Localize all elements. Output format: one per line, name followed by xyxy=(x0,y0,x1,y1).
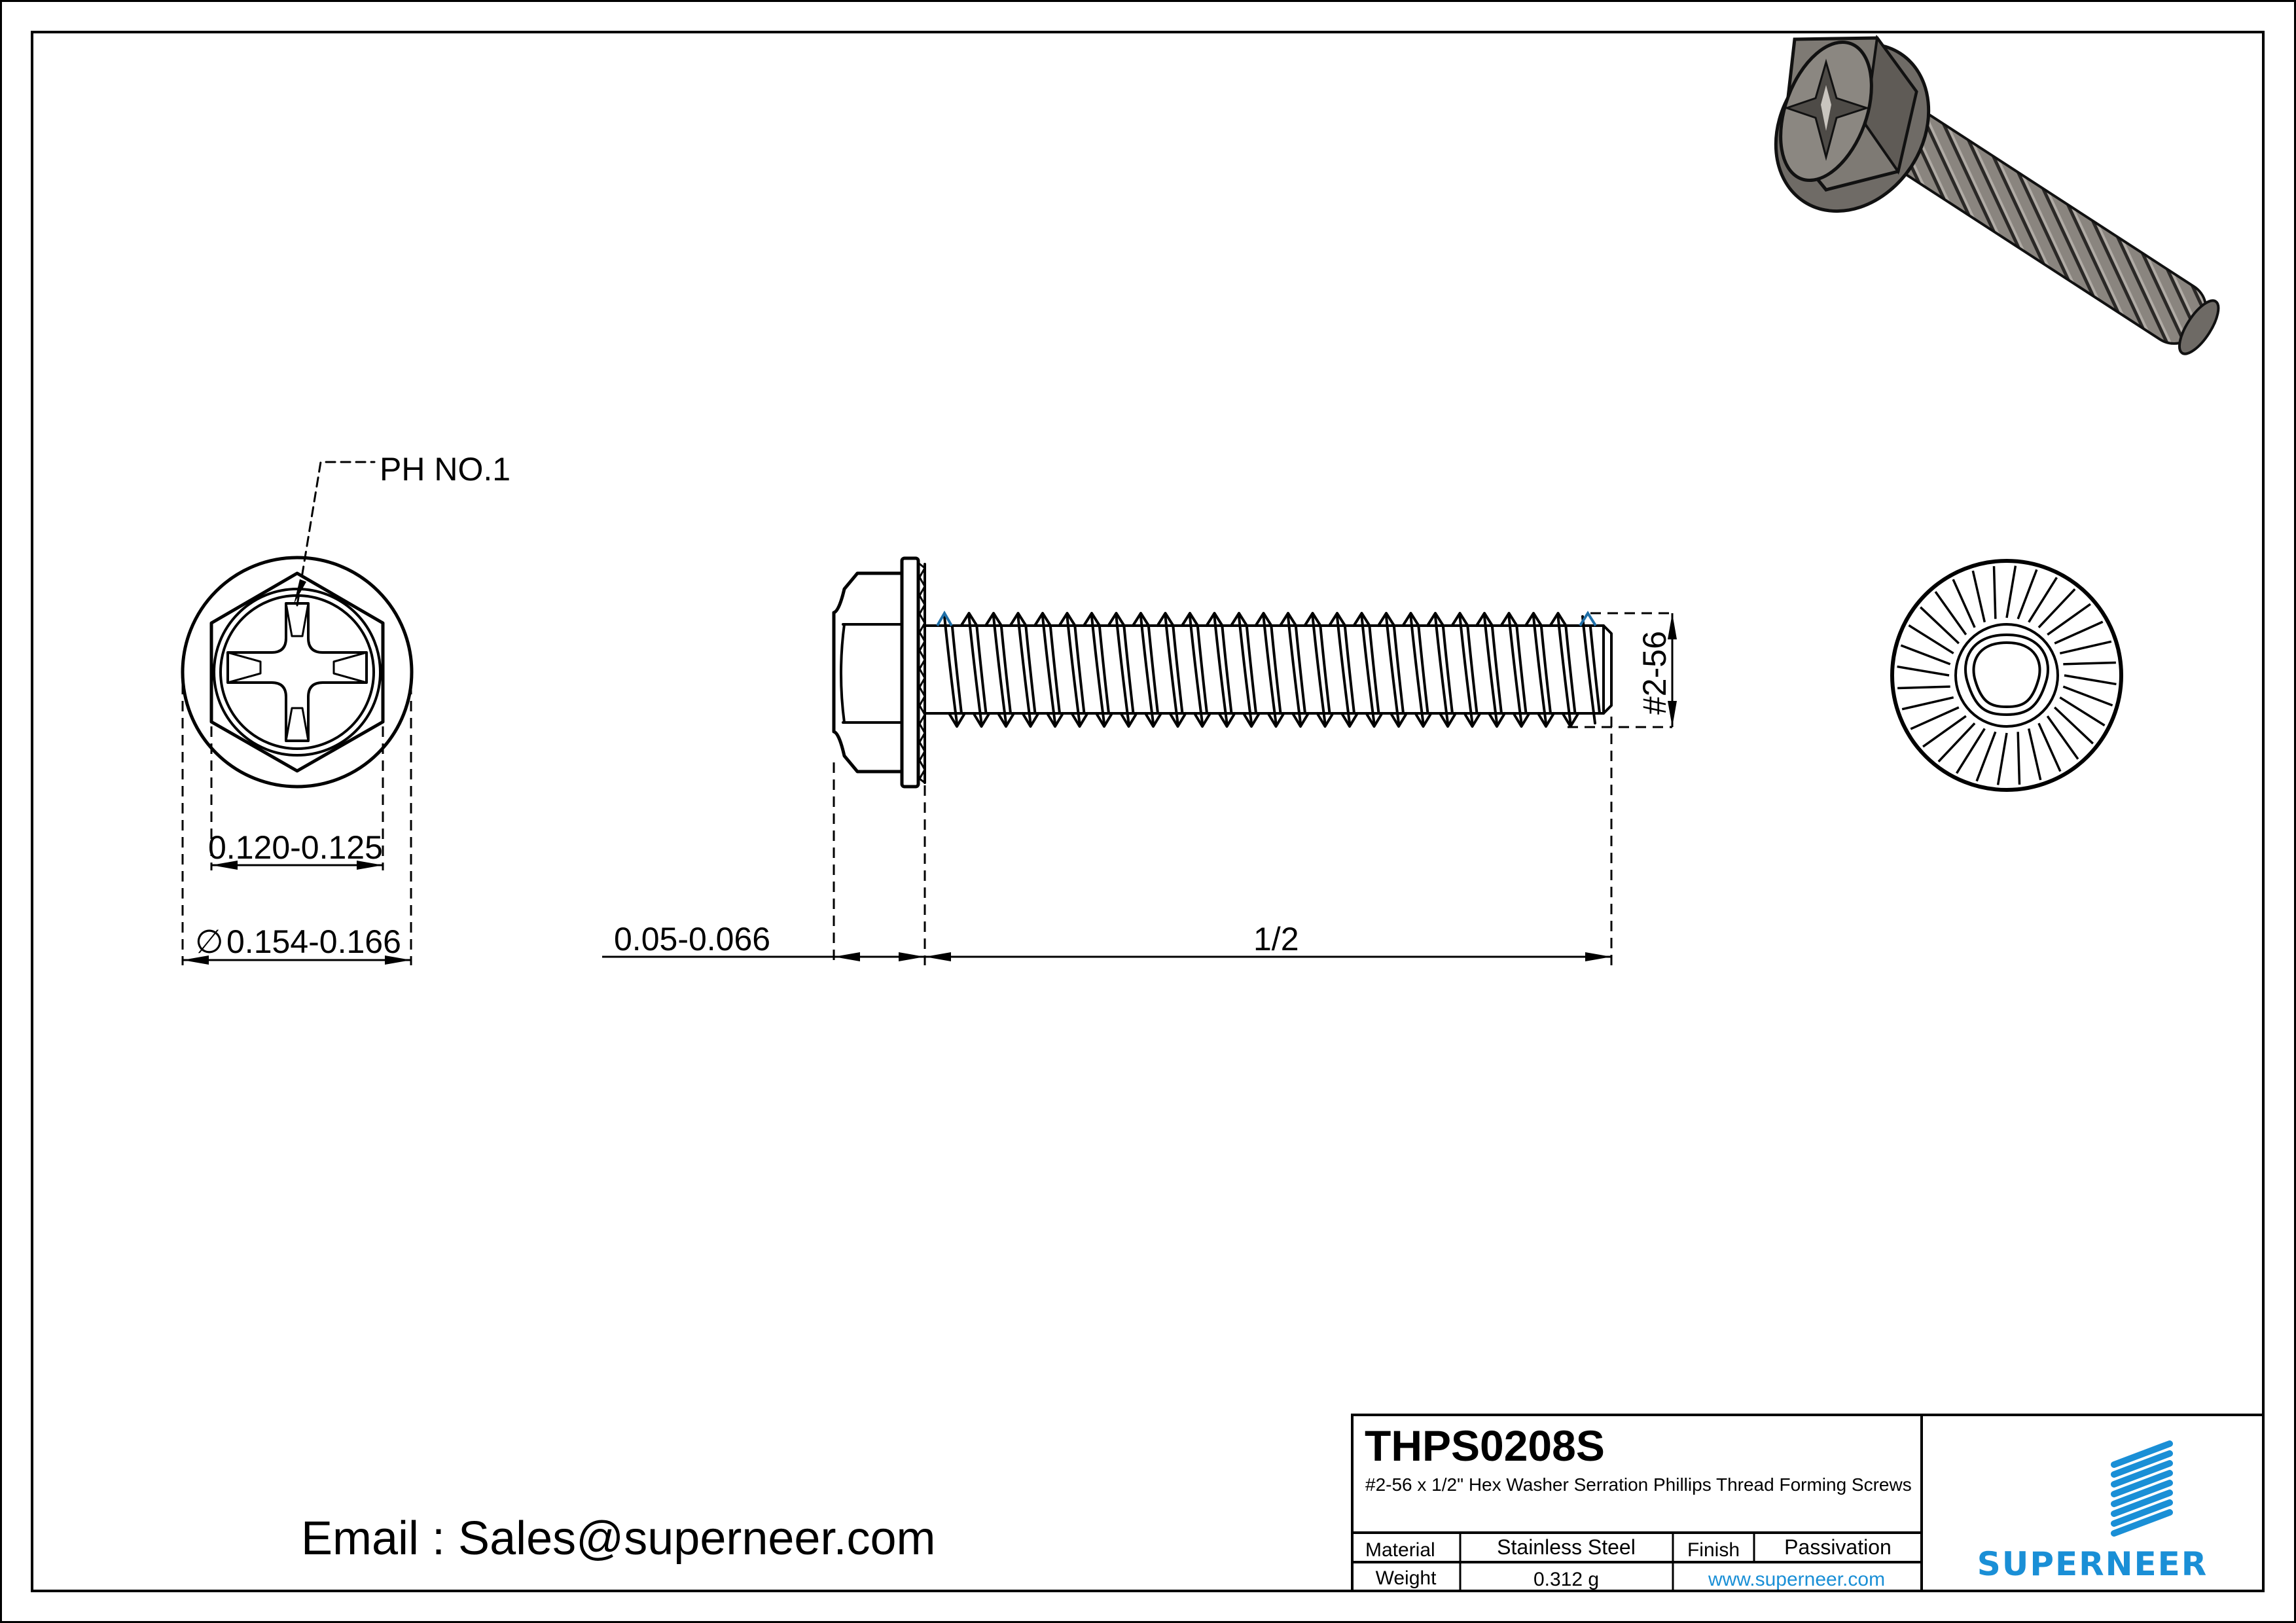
isometric-3d-render xyxy=(1774,34,2220,355)
material-value: Stainless Steel xyxy=(1497,1535,1636,1559)
head-end-view: PH NO.1 0.120-0.125 ∅ 0.154-0.166 xyxy=(181,451,511,965)
part-number-title: THPS0208S xyxy=(1365,1421,1605,1470)
length-dimension: 1/2 xyxy=(1253,921,1299,957)
title-block: THPS0208S #2-56 x 1/2" Hex Washer Serrat… xyxy=(1351,1414,2265,1592)
head-height-dimension: 0.05-0.066 xyxy=(614,921,770,957)
recess-callout-label: PH NO.1 xyxy=(380,451,511,488)
side-elevation-view: 0.05-0.066 1/2 #2-56 xyxy=(602,556,1677,965)
material-label: Material xyxy=(1365,1539,1435,1561)
website-link[interactable]: www.superneer.com xyxy=(1708,1569,1885,1590)
hex-flat-dimension: 0.120-0.125 xyxy=(208,829,383,866)
finish-value: Passivation xyxy=(1784,1535,1892,1559)
serrated-washer-end-view xyxy=(1890,559,2123,792)
weight-value: 0.312 g xyxy=(1534,1569,1599,1590)
part-description: #2-56 x 1/2" Hex Washer Serration Philli… xyxy=(1365,1474,1912,1495)
washer-diameter-dimension: 0.154-0.166 xyxy=(226,923,401,960)
weight-label: Weight xyxy=(1376,1567,1437,1589)
finish-label: Finish xyxy=(1687,1539,1740,1561)
contact-email[interactable]: Email : Sales@superneer.com xyxy=(301,1512,936,1565)
thread-size-dimension: #2-56 xyxy=(1636,631,1673,715)
phillips-recess-icon xyxy=(226,602,368,742)
superneer-logo-icon xyxy=(2111,1440,2173,1537)
diameter-symbol-icon: ∅ xyxy=(195,923,224,960)
superneer-logo-text: SUPERNEER xyxy=(1977,1545,2208,1583)
